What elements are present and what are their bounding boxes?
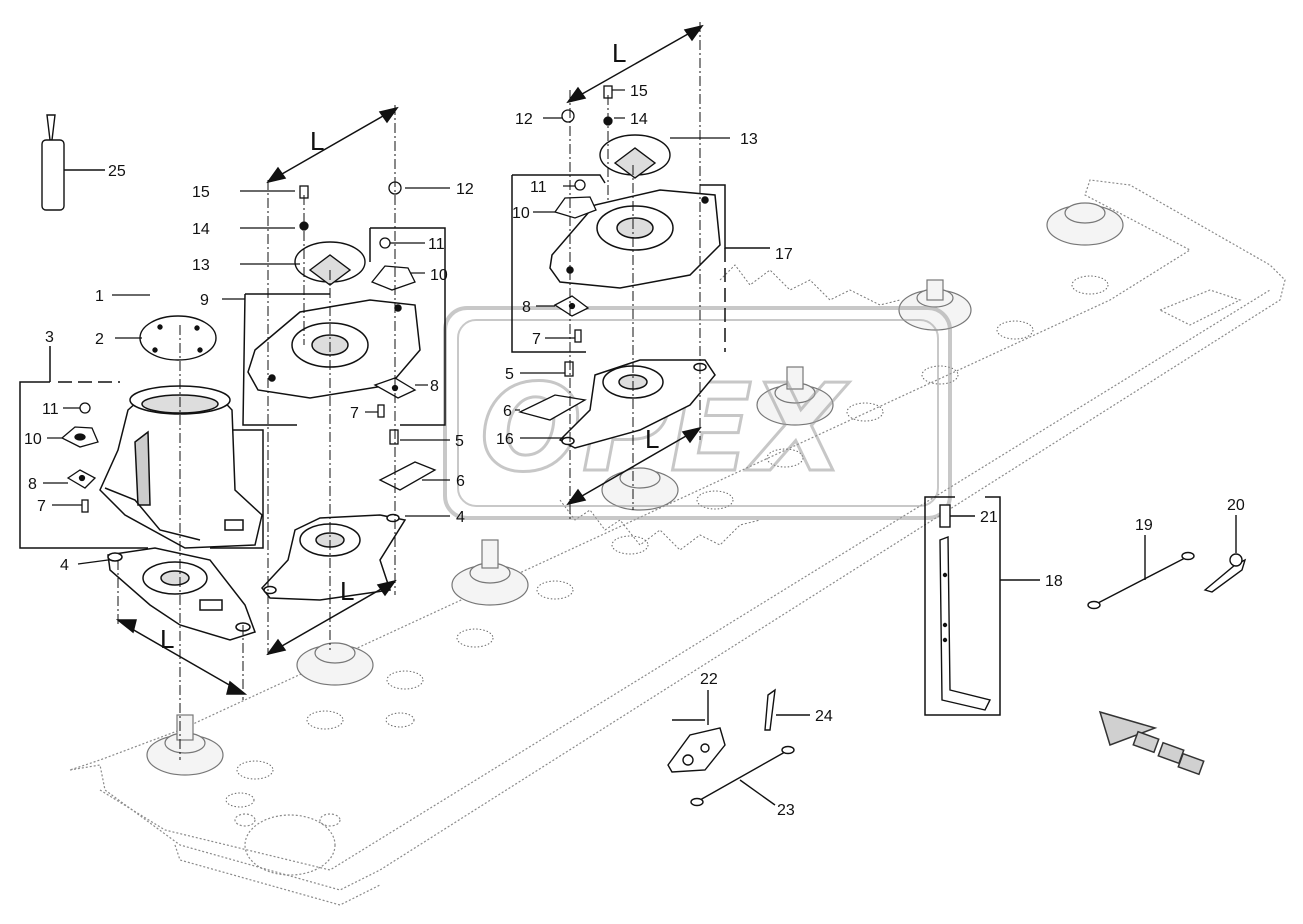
callout-11: 11 xyxy=(428,236,445,253)
cover-disc xyxy=(139,315,217,361)
callout-13: 13 xyxy=(192,257,210,274)
callout-15: 15 xyxy=(192,184,210,201)
middle-small-parts xyxy=(299,181,437,491)
callout-6-middle: 6 xyxy=(456,473,465,490)
callout-23: 23 xyxy=(777,802,795,819)
callout-19: 19 xyxy=(1135,517,1153,534)
wire-and-clip xyxy=(1087,515,1247,610)
callout-11-right: 11 xyxy=(530,179,547,196)
dim-L-3: L xyxy=(160,624,174,654)
callout-2: 2 xyxy=(95,331,104,348)
right-small-parts xyxy=(518,85,613,421)
dimension-lines xyxy=(115,24,704,695)
callout-8-left: 8 xyxy=(28,476,37,493)
dim-L-2: L xyxy=(612,38,626,68)
callout-15-right: 15 xyxy=(630,83,648,100)
callout-leaders xyxy=(43,89,730,565)
callout-labels: 25 15 14 13 12 11 10 9 1 2 3 11 10 8 7 4… xyxy=(24,83,1245,819)
dim-L-1: L xyxy=(310,126,324,156)
right-cutting-disc xyxy=(549,189,721,289)
right-cap xyxy=(599,134,671,179)
gear-outline xyxy=(559,264,901,551)
callout-8-right: 8 xyxy=(522,299,531,316)
callout-4-middle: 4 xyxy=(456,509,465,526)
callout-10-right: 10 xyxy=(512,205,530,222)
callout-24: 24 xyxy=(815,708,833,725)
callout-20: 20 xyxy=(1227,497,1245,514)
cutter-bar xyxy=(69,179,1286,906)
callout-12: 12 xyxy=(456,181,474,198)
callout-13-right: 13 xyxy=(740,131,758,148)
callout-3: 3 xyxy=(45,329,54,346)
callout-17: 17 xyxy=(775,246,793,263)
callout-21: 21 xyxy=(980,509,998,526)
grease-tube-part xyxy=(41,114,105,211)
left-small-parts xyxy=(60,402,99,513)
center-lines xyxy=(117,22,701,760)
travel-direction-arrow xyxy=(1098,710,1205,776)
callout-18: 18 xyxy=(1045,573,1063,590)
dimension-labels: L L L L L xyxy=(160,38,659,654)
dim-L-5: L xyxy=(645,424,659,454)
callout-14: 14 xyxy=(192,221,210,238)
callout-7-left: 7 xyxy=(37,498,46,515)
dim-L-4: L xyxy=(340,576,354,606)
opex-watermark: OPEX xyxy=(443,306,952,520)
callout-9: 9 xyxy=(200,292,209,309)
callout-7-middle: 7 xyxy=(350,405,359,422)
callout-25: 25 xyxy=(108,163,126,180)
callout-1: 1 xyxy=(95,288,104,305)
callout-7-right: 7 xyxy=(532,331,541,348)
bar-gear-rings xyxy=(225,275,1109,808)
callout-10: 10 xyxy=(430,267,448,284)
small-kit-parts xyxy=(667,688,810,807)
callout-4-left: 4 xyxy=(60,557,69,574)
tool-kit-parts xyxy=(939,504,992,711)
callout-5-middle: 5 xyxy=(455,433,464,450)
tool-kit-frame xyxy=(924,496,1040,716)
callout-11-left: 11 xyxy=(42,401,59,418)
drum-housing xyxy=(99,385,263,549)
right-group-frame xyxy=(511,174,770,353)
callout-12-right: 12 xyxy=(515,111,533,128)
callout-14-right: 14 xyxy=(630,111,648,128)
callout-6-right: 6 xyxy=(503,403,512,420)
callout-8-middle: 8 xyxy=(430,378,439,395)
callout-16: 16 xyxy=(496,431,514,448)
middle-group-frame xyxy=(242,227,446,426)
callout-22: 22 xyxy=(700,671,718,688)
callout-5-right: 5 xyxy=(505,366,514,383)
left-group-frame xyxy=(19,346,264,549)
callout-10-left: 10 xyxy=(24,431,42,448)
